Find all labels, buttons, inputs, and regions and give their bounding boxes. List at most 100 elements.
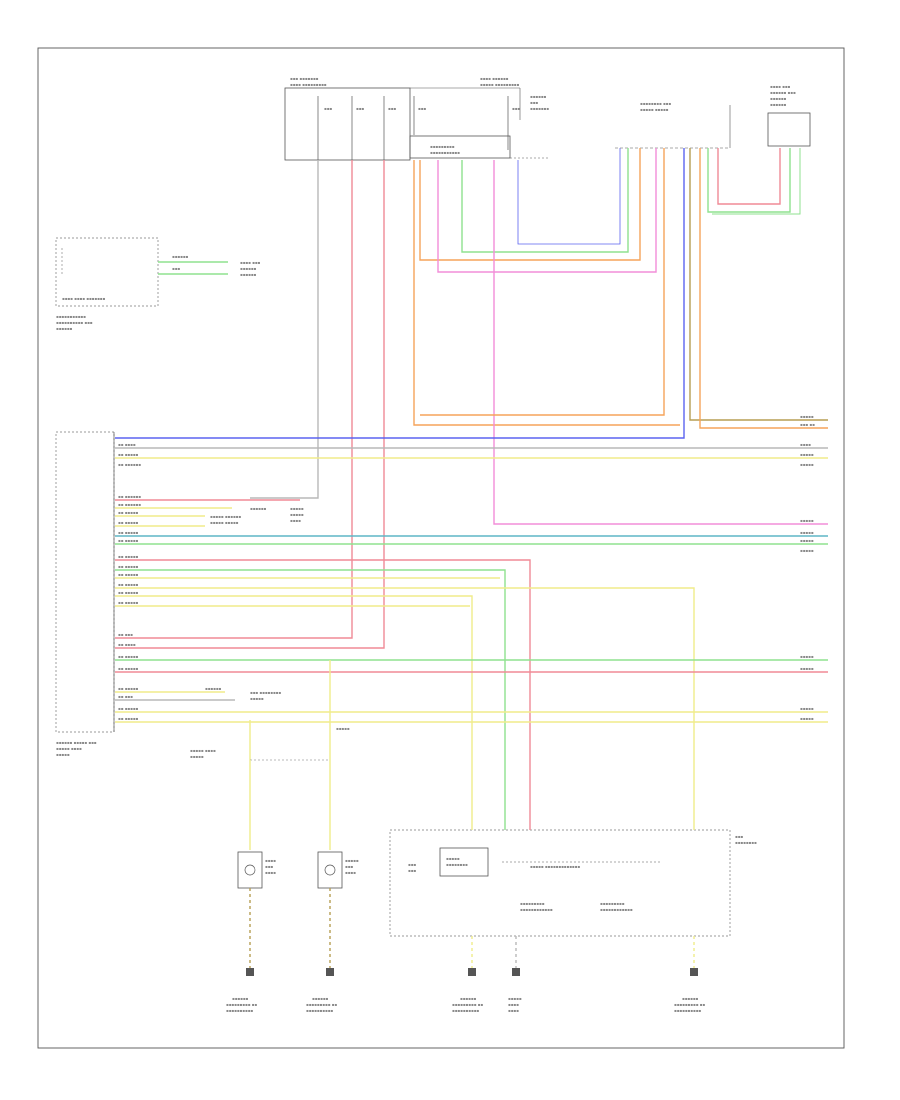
svg-text:▪▪▪▪: ▪▪▪▪ <box>265 858 276 863</box>
svg-text:▪▪▪▪▪▪: ▪▪▪▪▪▪ <box>56 326 73 331</box>
vertical-wires <box>115 148 828 649</box>
svg-text:▪▪▪: ▪▪▪ <box>735 834 743 839</box>
svg-text:▪▪▪▪▪▪: ▪▪▪▪▪▪ <box>172 254 189 259</box>
svg-text:▪▪▪▪▪▪▪▪▪ ▪▪: ▪▪▪▪▪▪▪▪▪ ▪▪ <box>306 1002 337 1007</box>
svg-text:▪▪▪: ▪▪▪ <box>265 864 273 869</box>
svg-text:▪▪▪▪▪▪▪▪ ▪▪▪: ▪▪▪▪▪▪▪▪ ▪▪▪ <box>640 101 671 106</box>
svg-text:▪▪ ▪▪▪▪▪: ▪▪ ▪▪▪▪▪ <box>118 716 139 721</box>
svg-text:▪▪▪▪▪▪: ▪▪▪▪▪▪ <box>770 102 787 107</box>
svg-text:▪▪▪▪▪▪: ▪▪▪▪▪▪ <box>250 506 267 511</box>
svg-text:▪▪▪▪▪▪ ▪▪▪: ▪▪▪▪▪▪ ▪▪▪ <box>770 90 796 95</box>
svg-text:▪▪▪▪▪ ▪▪▪▪▪: ▪▪▪▪▪ ▪▪▪▪▪ <box>640 107 669 112</box>
svg-text:▪▪▪▪▪ ▪▪▪▪▪▪▪▪▪: ▪▪▪▪▪ ▪▪▪▪▪▪▪▪▪ <box>480 82 520 87</box>
svg-text:▪▪ ▪▪▪▪▪: ▪▪ ▪▪▪▪▪ <box>118 582 139 587</box>
svg-text:▪▪▪▪: ▪▪▪▪ <box>800 442 811 447</box>
svg-text:▪▪▪▪▪: ▪▪▪▪▪ <box>800 548 814 553</box>
svg-text:▪▪ ▪▪▪: ▪▪ ▪▪▪ <box>118 694 133 699</box>
svg-text:▪▪▪▪▪▪▪▪▪▪: ▪▪▪▪▪▪▪▪▪▪ <box>674 1008 701 1013</box>
svg-text:▪▪▪▪▪▪▪▪▪▪▪: ▪▪▪▪▪▪▪▪▪▪▪ <box>56 314 86 319</box>
svg-text:▪▪▪▪▪: ▪▪▪▪▪ <box>290 512 304 517</box>
svg-text:▪▪▪: ▪▪▪ <box>356 106 364 111</box>
svg-text:▪▪▪▪: ▪▪▪▪ <box>345 870 356 875</box>
svg-text:▪▪▪▪▪: ▪▪▪▪▪ <box>800 452 814 457</box>
svg-text:▪▪▪▪▪▪: ▪▪▪▪▪▪ <box>460 996 477 1001</box>
svg-text:▪▪▪▪▪▪: ▪▪▪▪▪▪ <box>770 96 787 101</box>
svg-text:▪▪▪▪▪: ▪▪▪▪▪ <box>800 518 814 523</box>
bulb-right: ▪▪▪▪▪ ▪▪▪ ▪▪▪▪ ▪▪▪▪▪▪ ▪▪▪▪▪▪▪▪▪ ▪▪ ▪▪▪▪▪… <box>306 660 359 1013</box>
svg-text:▪▪▪▪▪: ▪▪▪▪▪ <box>190 754 204 759</box>
svg-text:▪▪▪▪▪▪▪▪▪ ▪▪: ▪▪▪▪▪▪▪▪▪ ▪▪ <box>452 1002 483 1007</box>
svg-text:▪▪ ▪▪▪▪▪: ▪▪ ▪▪▪▪▪ <box>118 564 139 569</box>
pin-labels: ▪▪ ▪▪▪▪ ▪▪ ▪▪▪▪▪ ▪▪ ▪▪▪▪▪▪ ▪▪ ▪▪▪▪▪▪ ▪▪ … <box>118 414 815 759</box>
svg-text:▪▪▪▪▪▪▪▪▪▪▪▪: ▪▪▪▪▪▪▪▪▪▪▪▪ <box>600 907 633 912</box>
svg-text:▪▪▪▪▪: ▪▪▪▪▪ <box>56 752 70 757</box>
svg-text:▪▪▪▪ ▪▪▪: ▪▪▪▪ ▪▪▪ <box>770 84 791 89</box>
svg-text:▪▪ ▪▪▪▪▪: ▪▪ ▪▪▪▪▪ <box>118 686 139 691</box>
svg-text:▪▪▪▪▪▪▪▪▪▪: ▪▪▪▪▪▪▪▪▪▪ <box>452 1008 479 1013</box>
svg-text:▪▪▪▪▪▪▪▪▪: ▪▪▪▪▪▪▪▪▪ <box>600 901 625 906</box>
svg-text:▪▪▪▪▪: ▪▪▪▪▪ <box>800 530 814 535</box>
svg-text:▪▪▪▪ ▪▪▪▪▪▪: ▪▪▪▪ ▪▪▪▪▪▪ <box>480 76 509 81</box>
svg-text:▪▪▪▪▪▪▪▪▪: ▪▪▪▪▪▪▪▪▪ <box>430 144 455 149</box>
svg-text:▪▪ ▪▪▪▪: ▪▪ ▪▪▪▪ <box>118 642 136 647</box>
svg-text:▪▪▪▪▪▪: ▪▪▪▪▪▪ <box>205 686 222 691</box>
svg-text:▪▪ ▪▪▪▪▪: ▪▪ ▪▪▪▪▪ <box>118 654 139 659</box>
svg-text:▪▪ ▪▪▪▪▪▪: ▪▪ ▪▪▪▪▪▪ <box>118 462 141 467</box>
svg-text:▪▪▪▪▪▪: ▪▪▪▪▪▪ <box>530 94 547 99</box>
fuse-box: ▪▪▪ ▪▪▪▪▪▪▪ ▪▪▪▪ ▪▪▪▪▪▪▪▪▪ ▪▪▪▪ ▪▪▪▪▪▪ ▪… <box>284 76 549 161</box>
svg-text:▪▪▪▪▪ ▪▪▪▪: ▪▪▪▪▪ ▪▪▪▪ <box>190 748 216 753</box>
svg-text:▪▪▪▪▪: ▪▪▪▪▪ <box>800 706 814 711</box>
svg-text:▪▪▪▪▪▪▪▪▪▪▪: ▪▪▪▪▪▪▪▪▪▪▪ <box>430 150 460 155</box>
svg-text:▪▪ ▪▪▪▪▪: ▪▪ ▪▪▪▪▪ <box>118 572 139 577</box>
svg-text:▪▪▪▪: ▪▪▪▪ <box>290 518 301 523</box>
light-unit-box: ▪▪▪ ▪▪▪▪▪▪▪▪ ▪▪▪▪▪ ▪▪▪▪▪▪▪▪ ▪▪▪▪▪ ▪▪▪▪▪▪… <box>389 829 757 937</box>
svg-text:▪▪▪▪▪▪▪▪▪▪ ▪▪▪: ▪▪▪▪▪▪▪▪▪▪ ▪▪▪ <box>56 320 93 325</box>
svg-text:▪▪ ▪▪▪▪▪▪: ▪▪ ▪▪▪▪▪▪ <box>118 494 141 499</box>
svg-text:▪▪▪▪▪: ▪▪▪▪▪ <box>800 462 814 467</box>
svg-text:▪▪▪▪: ▪▪▪▪ <box>508 1002 519 1007</box>
svg-text:▪▪▪▪▪▪▪: ▪▪▪▪▪▪▪ <box>530 106 549 111</box>
svg-text:▪▪▪: ▪▪▪ <box>530 100 538 105</box>
svg-text:▪▪▪▪▪: ▪▪▪▪▪ <box>800 414 814 419</box>
svg-text:▪▪▪: ▪▪▪ <box>408 862 416 867</box>
svg-text:▪▪▪▪▪▪▪▪▪▪: ▪▪▪▪▪▪▪▪▪▪ <box>306 1008 333 1013</box>
control-box-top-left: ▪▪▪▪ ▪▪▪▪ ▪▪▪▪▪▪▪ ▪▪▪▪▪▪▪▪▪▪▪ ▪▪▪▪▪▪▪▪▪▪… <box>55 237 261 331</box>
svg-text:▪▪▪▪▪▪: ▪▪▪▪▪▪ <box>682 996 699 1001</box>
svg-text:▪▪▪▪▪: ▪▪▪▪▪ <box>800 716 814 721</box>
svg-text:▪▪▪: ▪▪▪ <box>324 106 332 111</box>
svg-text:▪▪▪ ▪▪: ▪▪▪ ▪▪ <box>800 422 815 427</box>
svg-text:▪▪▪▪▪▪: ▪▪▪▪▪▪ <box>240 272 257 277</box>
horizontal-harness <box>115 447 828 780</box>
svg-text:▪▪ ▪▪▪▪▪: ▪▪ ▪▪▪▪▪ <box>118 530 139 535</box>
svg-text:▪▪▪▪▪: ▪▪▪▪▪ <box>800 538 814 543</box>
svg-text:▪▪▪ ▪▪▪▪▪▪▪: ▪▪▪ ▪▪▪▪▪▪▪ <box>290 76 319 81</box>
svg-text:▪▪▪▪▪▪▪▪▪▪▪▪: ▪▪▪▪▪▪▪▪▪▪▪▪ <box>520 907 553 912</box>
svg-text:▪▪▪▪▪: ▪▪▪▪▪ <box>345 858 359 863</box>
svg-text:▪▪▪▪: ▪▪▪▪ <box>265 870 276 875</box>
mirror-module: ▪▪▪▪ ▪▪▪ ▪▪▪▪▪▪ ▪▪▪ ▪▪▪▪▪▪ ▪▪▪▪▪▪ <box>767 84 811 147</box>
svg-text:▪▪ ▪▪▪▪▪: ▪▪ ▪▪▪▪▪ <box>118 554 139 559</box>
svg-text:▪▪▪▪▪▪▪▪▪ ▪▪: ▪▪▪▪▪▪▪▪▪ ▪▪ <box>226 1002 257 1007</box>
svg-text:▪▪ ▪▪▪▪▪: ▪▪ ▪▪▪▪▪ <box>118 538 139 543</box>
svg-text:▪▪ ▪▪▪▪▪: ▪▪ ▪▪▪▪▪ <box>118 520 139 525</box>
svg-text:▪▪▪▪▪ ▪▪▪▪▪▪▪▪▪▪▪▪▪: ▪▪▪▪▪ ▪▪▪▪▪▪▪▪▪▪▪▪▪ <box>530 864 580 869</box>
svg-text:▪▪▪▪ ▪▪▪▪ ▪▪▪▪▪▪▪: ▪▪▪▪ ▪▪▪▪ ▪▪▪▪▪▪▪ <box>62 296 105 301</box>
svg-text:▪▪▪▪▪: ▪▪▪▪▪ <box>446 856 460 861</box>
svg-text:▪▪▪▪▪▪: ▪▪▪▪▪▪ <box>232 996 249 1001</box>
svg-text:▪▪▪▪ ▪▪▪: ▪▪▪▪ ▪▪▪ <box>240 260 261 265</box>
ground-points: ▪▪▪▪▪▪ ▪▪▪▪▪▪▪▪▪ ▪▪ ▪▪▪▪▪▪▪▪▪▪ ▪▪▪▪▪ ▪▪▪… <box>452 968 705 1013</box>
svg-text:▪▪▪▪▪: ▪▪▪▪▪ <box>800 654 814 659</box>
svg-text:▪▪ ▪▪▪▪▪: ▪▪ ▪▪▪▪▪ <box>118 600 139 605</box>
combination-switch: ▪▪▪▪▪▪▪▪ ▪▪▪ ▪▪▪▪▪ ▪▪▪▪▪ <box>615 101 731 149</box>
svg-text:▪▪▪▪▪▪▪▪▪: ▪▪▪▪▪▪▪▪▪ <box>520 901 545 906</box>
svg-text:▪▪▪▪ ▪▪▪▪▪▪▪▪▪: ▪▪▪▪ ▪▪▪▪▪▪▪▪▪ <box>290 82 327 87</box>
svg-text:▪▪▪▪▪▪▪▪: ▪▪▪▪▪▪▪▪ <box>735 840 757 845</box>
svg-text:▪▪▪▪▪▪▪▪: ▪▪▪▪▪▪▪▪ <box>446 862 468 867</box>
svg-text:▪▪▪▪▪: ▪▪▪▪▪ <box>250 696 264 701</box>
svg-text:▪▪▪: ▪▪▪ <box>512 106 520 111</box>
svg-text:▪▪▪▪▪: ▪▪▪▪▪ <box>290 506 304 511</box>
svg-text:▪▪ ▪▪▪▪▪▪: ▪▪ ▪▪▪▪▪▪ <box>118 502 141 507</box>
svg-text:▪▪▪▪▪ ▪▪▪▪▪▪: ▪▪▪▪▪ ▪▪▪▪▪▪ <box>210 514 241 519</box>
svg-text:▪▪ ▪▪▪▪▪: ▪▪ ▪▪▪▪▪ <box>118 452 139 457</box>
